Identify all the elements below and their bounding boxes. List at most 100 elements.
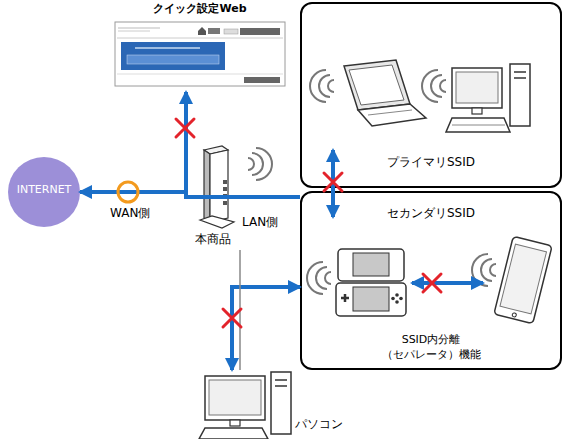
node-text: プライマリSSID — [302, 154, 560, 170]
blocked-mark — [423, 274, 441, 292]
wifi-arc — [481, 259, 492, 281]
console-dpad — [341, 294, 349, 302]
wifi-arc — [431, 75, 442, 97]
laptop-illustration — [344, 60, 426, 126]
wifi-arc — [319, 75, 330, 97]
pc-illustration — [199, 372, 291, 439]
pc-node: パソコン — [195, 370, 350, 439]
console-top — [338, 249, 404, 281]
pc-tower — [510, 64, 530, 126]
ssid-group-box: セカンダリSSIDSSID内分離 （セパレータ）機能 — [300, 191, 562, 370]
wifi-symbol — [248, 148, 272, 180]
tablet-body — [494, 236, 552, 323]
wifi-arc — [307, 262, 323, 294]
internet-circle: INTERNET — [8, 157, 80, 227]
connector-group — [80, 92, 333, 370]
lan-block-arrow — [232, 287, 300, 370]
wifi-symbol — [310, 70, 334, 102]
screenshot-button — [240, 28, 280, 35]
router-port — [223, 201, 227, 205]
screenshot-panel-button — [127, 55, 219, 64]
ssid-block-arrow — [331, 150, 335, 217]
monitor — [452, 68, 502, 108]
tower-slot — [514, 71, 526, 73]
tablet-illustration — [494, 236, 552, 323]
keyboard — [199, 428, 268, 439]
screenshot-frame — [115, 22, 285, 86]
tower-slot — [514, 77, 526, 79]
blocked-marks — [176, 119, 441, 327]
wifi-arc — [440, 80, 446, 92]
screenshot-line — [135, 47, 200, 49]
wifi-arc — [248, 158, 254, 170]
wifi-arc — [472, 254, 488, 286]
separator-arrow — [412, 281, 483, 285]
monitor-screen — [456, 72, 498, 103]
node-text: セカンダリSSID — [302, 205, 560, 221]
side-label: WAN側 — [110, 205, 150, 221]
console-bottom — [336, 283, 406, 316]
ssid-group-box: プライマリSSID — [300, 2, 562, 188]
wifi-arc — [256, 148, 272, 180]
wifi-arc — [325, 272, 331, 284]
laptop-keys — [368, 110, 412, 115]
router-port — [223, 194, 227, 198]
allowed-mark — [118, 182, 138, 202]
laptop-screen — [344, 60, 410, 110]
keyboard — [446, 118, 510, 132]
wifi-symbol — [472, 254, 496, 286]
monitor-stand — [230, 420, 240, 426]
router-side — [204, 150, 210, 222]
tablet-button — [512, 313, 517, 318]
node-text: 本商品 — [188, 231, 238, 247]
desktop-illustration — [446, 64, 530, 132]
console-button — [399, 297, 403, 301]
wifi-symbol — [422, 70, 446, 102]
wifi-arc — [310, 70, 326, 102]
wifi-arc — [422, 70, 438, 102]
router-illustration — [200, 146, 234, 228]
console-button — [395, 300, 399, 304]
console-button — [391, 297, 395, 301]
screenshot-button — [244, 77, 280, 83]
monitor — [205, 376, 265, 420]
console-screen — [353, 253, 389, 276]
screenshot-button — [224, 29, 238, 34]
screenshot-line — [118, 28, 160, 29]
tower-slot — [275, 385, 287, 387]
laptop-display — [349, 65, 404, 105]
wifi-symbol — [307, 262, 331, 294]
pc-tower — [271, 372, 291, 434]
keyboard-keys — [452, 125, 505, 126]
tablet-screen — [500, 244, 547, 314]
node-text: INTERNET — [8, 183, 80, 198]
router-node: 本商品 — [188, 145, 244, 250]
wifi-arc — [316, 267, 327, 289]
wifi-arc — [490, 264, 496, 276]
node-text: パソコン — [295, 416, 350, 432]
web-screenshot — [115, 22, 285, 86]
screenshot-panel — [121, 42, 225, 70]
blocked-mark — [223, 309, 241, 327]
side-label: LAN側 — [242, 214, 278, 230]
web-page-node: クイック設定Web — [110, 0, 290, 92]
router-stand — [200, 216, 234, 228]
router-front — [210, 150, 228, 222]
wan-flow-arrow — [80, 192, 300, 197]
screenshot-line — [118, 31, 150, 32]
wifi-arc — [252, 153, 263, 175]
blocked-mark — [176, 119, 194, 137]
blocked-mark — [324, 173, 342, 191]
game-console-illustration — [336, 249, 406, 316]
screenshot-line — [117, 74, 283, 75]
web-access-arrow — [186, 92, 300, 197]
monitor-stand — [472, 108, 482, 114]
monitor-screen — [209, 380, 261, 415]
node-text: クイック設定Web — [110, 2, 290, 17]
laptop-base — [358, 104, 426, 126]
lan-cable — [239, 250, 241, 370]
